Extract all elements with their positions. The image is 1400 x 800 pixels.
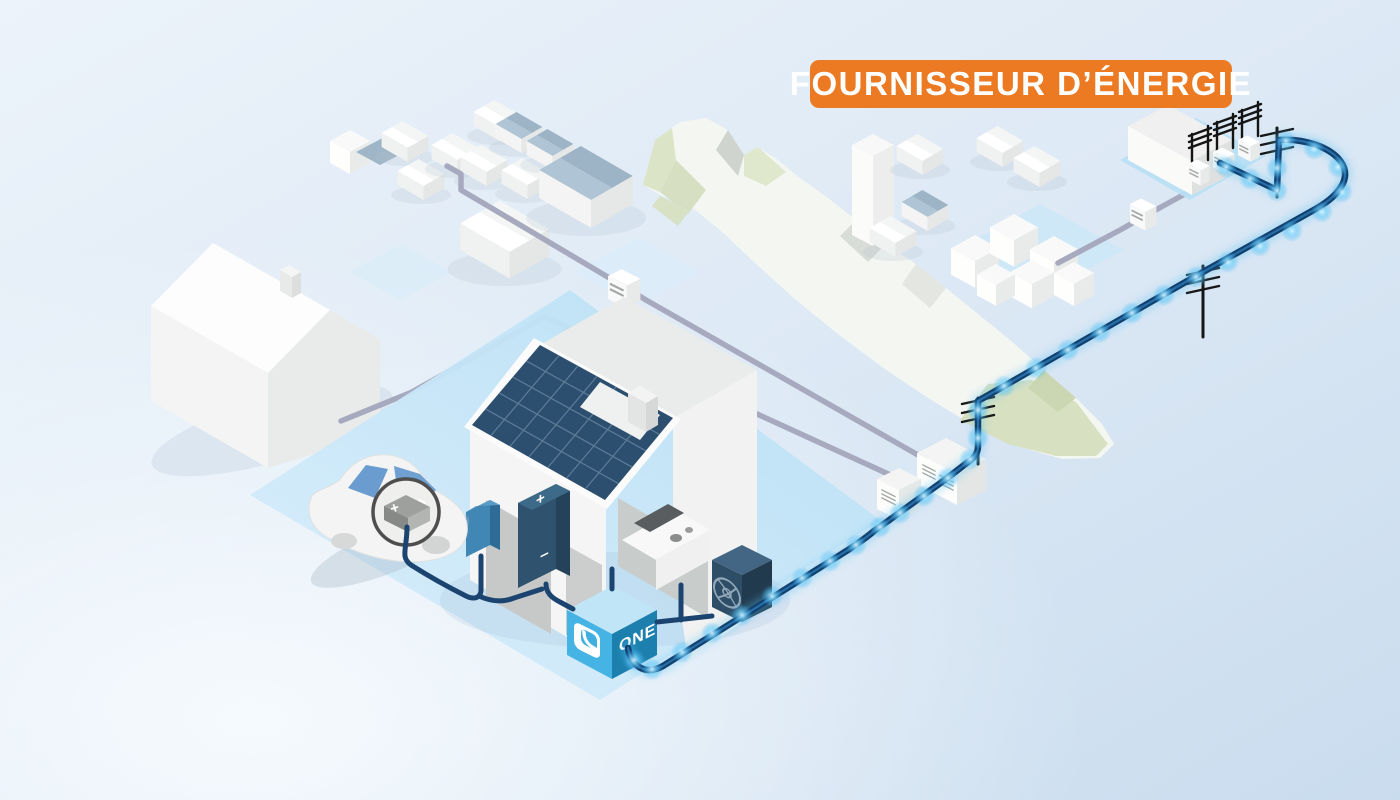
chimney-icon — [628, 386, 658, 432]
left-house-chimney — [280, 265, 301, 298]
one-energy-box: ONE — [567, 586, 657, 679]
village-ground-patch — [575, 238, 700, 306]
village-houses — [330, 100, 700, 306]
provider-badge: FOURNISSEUR D’ÉNERGIE — [790, 60, 1252, 108]
car-battery-magnifier: + — [371, 477, 441, 547]
car-windshield — [348, 465, 388, 498]
mountain — [643, 118, 1114, 459]
substation-roof — [1128, 105, 1232, 161]
car-wheel — [331, 533, 357, 549]
village-ground-patch — [350, 244, 452, 300]
grid-cable-village — [444, 163, 928, 462]
car-battery-icon: + — [384, 495, 430, 532]
left-house — [151, 243, 393, 477]
kitchen-cutaway — [618, 498, 710, 618]
ev-car: + — [308, 454, 470, 588]
smart-home-solar-house — [464, 297, 757, 660]
car-wheel — [422, 536, 450, 554]
kitchen-counter — [622, 510, 710, 560]
home-battery: + − — [518, 484, 570, 588]
pot-icon — [685, 527, 693, 533]
sink-icon — [670, 534, 682, 542]
house-roof-back — [540, 297, 757, 418]
heat-pump — [712, 545, 772, 622]
energy-provider-substation — [1120, 100, 1266, 200]
substation-wall — [1128, 126, 1192, 195]
l-logo-icon — [574, 623, 600, 658]
wallbox-charger — [466, 500, 500, 557]
indoor-cables — [402, 524, 715, 625]
battery-plus-sign: + — [536, 489, 545, 509]
stove-icon — [634, 504, 684, 532]
provider-badge-label: FOURNISSEUR D’ÉNERGIE — [790, 65, 1252, 102]
battery-minus-sign: − — [540, 545, 549, 565]
fan-icon — [713, 577, 741, 609]
city-buildings — [852, 126, 1124, 309]
